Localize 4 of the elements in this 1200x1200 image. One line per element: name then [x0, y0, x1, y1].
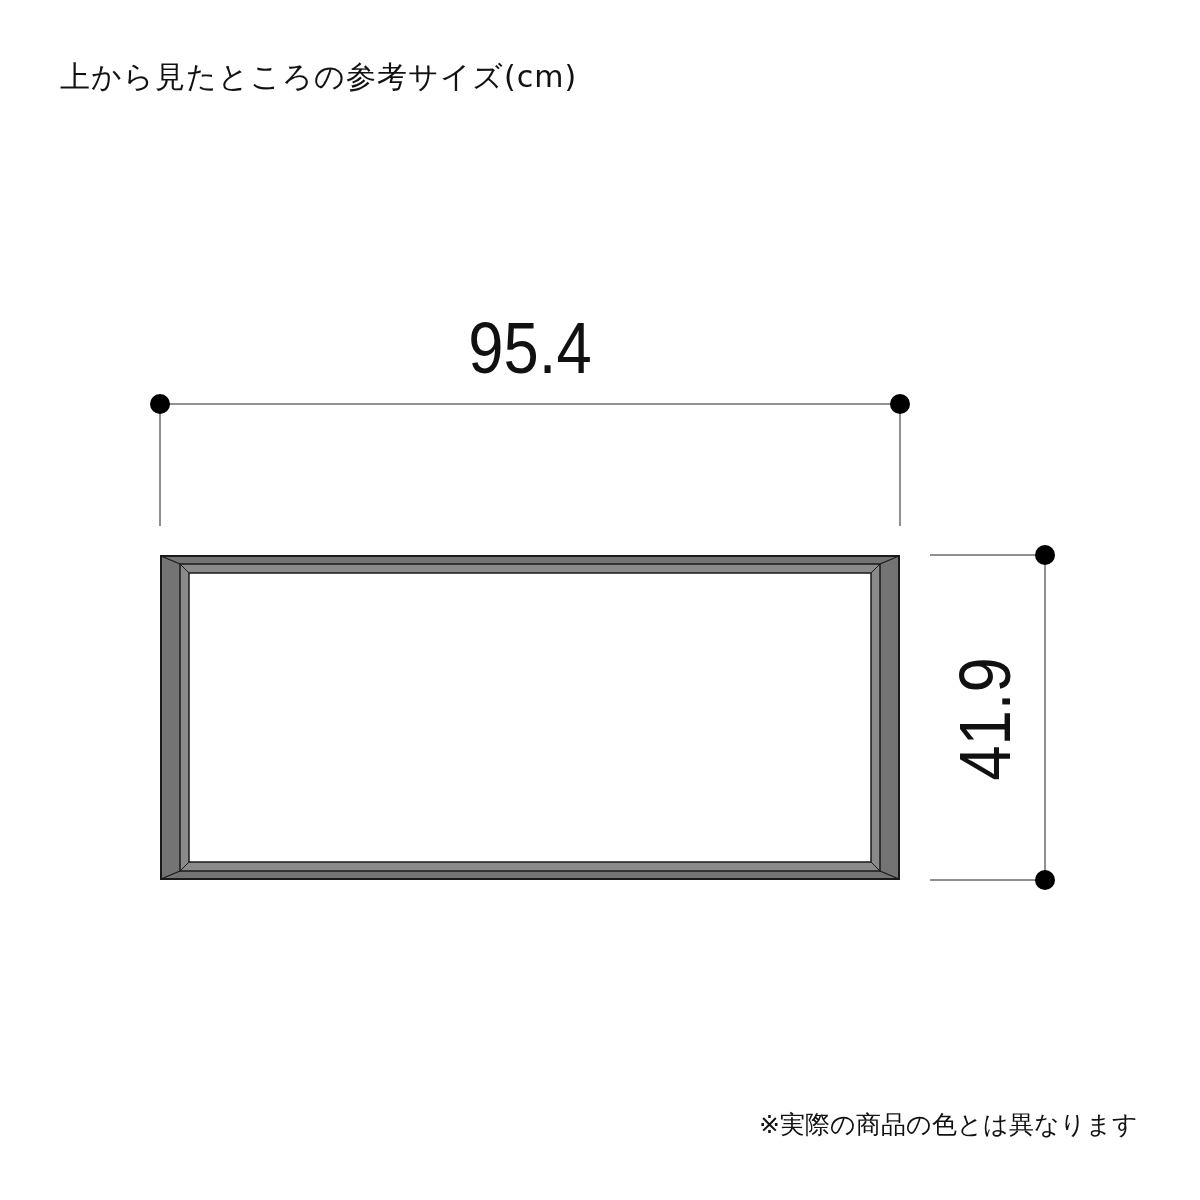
note: ※実際の商品の色とは異なります	[759, 1112, 1138, 1137]
dimension-label: 41.9	[949, 656, 1021, 783]
dimension-label: 95.4	[467, 312, 593, 384]
title: 上から見たところの参考サイズ(cm)	[60, 62, 578, 92]
